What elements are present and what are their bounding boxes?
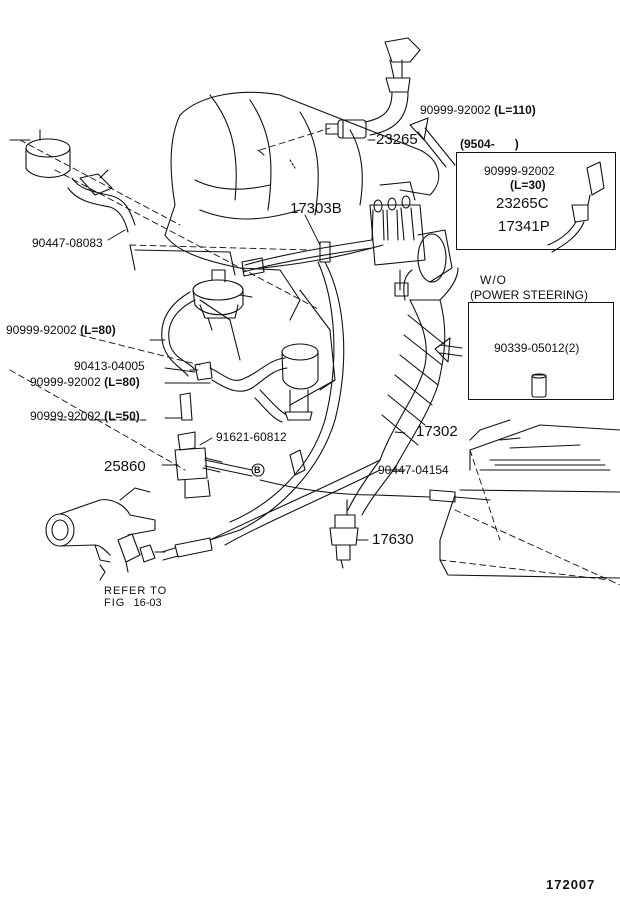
pointer-arrow-1 bbox=[409, 117, 456, 168]
label-box1-23265c: 23265C bbox=[496, 195, 549, 212]
pcv-hose-90447-08083 bbox=[67, 169, 136, 233]
intake-manifold bbox=[129, 91, 440, 406]
tee-90413-04005 bbox=[189, 361, 213, 381]
inset-box-9504 bbox=[456, 152, 616, 250]
harness-17302 bbox=[347, 267, 459, 516]
label-circle-b: B bbox=[254, 465, 261, 475]
fitting-23265 bbox=[325, 119, 367, 139]
diagram-id: 172007 bbox=[546, 877, 596, 892]
label-91621-60812: 91621-60812 bbox=[216, 430, 287, 444]
label-box1-90999-92002: 90999-92002 bbox=[484, 164, 555, 178]
label-90999-92002-l80-b: 90999-92002 (L=80) bbox=[30, 375, 140, 389]
label-fig: FIG 16-03 bbox=[104, 597, 162, 609]
wire-91621 bbox=[204, 459, 253, 477]
hose-l110 bbox=[364, 91, 409, 136]
label-power-steering: (POWER STEERING) bbox=[470, 288, 589, 302]
label-17630: 17630 bbox=[372, 531, 414, 548]
label-25860: 25860 bbox=[104, 458, 146, 475]
label-23265: 23265 bbox=[376, 131, 418, 148]
label-17303b: 17303B bbox=[290, 200, 342, 217]
label-box1-17341p: 17341P bbox=[498, 218, 550, 235]
hose-l80-upper bbox=[161, 291, 196, 377]
vacuum-port-cluster bbox=[369, 195, 453, 297]
label-box1-l30: (L=30) bbox=[510, 178, 546, 192]
label-17302: 17302 bbox=[416, 423, 458, 440]
sensor-25860 bbox=[174, 431, 223, 499]
water-outlet-housing bbox=[45, 487, 156, 581]
inset-box-wo-power-steering bbox=[468, 302, 614, 400]
label-box1-header: (9504- ) bbox=[460, 137, 519, 151]
label-leaders bbox=[107, 139, 406, 541]
label-90413-04005: 90413-04005 bbox=[74, 359, 145, 373]
label-90447-04154: 90447-04154 bbox=[378, 463, 449, 477]
label-90447-08083: 90447-08083 bbox=[32, 236, 103, 250]
box2-part bbox=[531, 373, 547, 398]
label-refer-to: REFER TO bbox=[104, 585, 168, 597]
circle-b-marker bbox=[251, 463, 265, 477]
hose-bundle-17303b bbox=[241, 239, 384, 277]
sensor-17630 bbox=[329, 499, 359, 569]
label-90999-92002-l110: 90999-92002 (L=110) bbox=[420, 103, 536, 117]
vsv-valve bbox=[192, 269, 253, 331]
air-intake-left bbox=[9, 129, 71, 178]
dashed-leader-lines bbox=[9, 127, 620, 586]
long-wires bbox=[209, 261, 491, 546]
label-box2-90339-05012: 90339-05012(2) bbox=[494, 341, 580, 355]
egr-valve bbox=[254, 343, 319, 423]
label-90999-92002-l80-a: 90999-92002 (L=80) bbox=[6, 323, 116, 337]
thermo-switch bbox=[117, 533, 166, 573]
vsv-connector-top bbox=[384, 37, 421, 93]
pointer-arrow-2 bbox=[434, 337, 463, 363]
hose-l80-lower bbox=[209, 357, 288, 392]
label-90999-92002-l50: 90999-92002 (L=50) bbox=[30, 409, 140, 423]
air-cleaner-box bbox=[439, 419, 620, 579]
left-wire-connectors bbox=[161, 537, 213, 561]
hose-l50 bbox=[179, 392, 193, 421]
label-wo: W/O bbox=[480, 273, 507, 287]
